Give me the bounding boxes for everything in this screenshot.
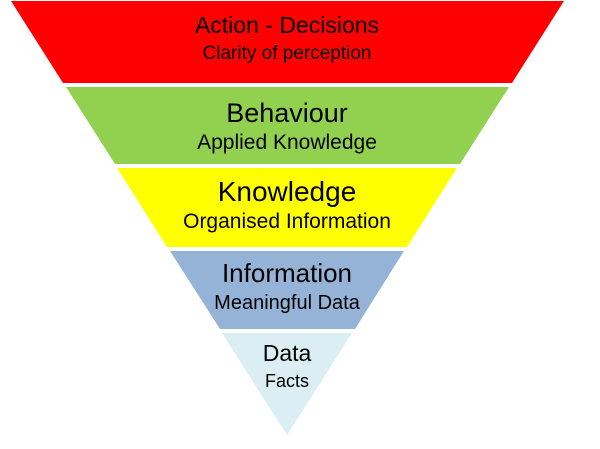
- layer-subtitle: Facts: [264, 371, 309, 391]
- layer-title: Information: [221, 258, 353, 288]
- pyramid-layer-action-decisions: Action - Decisions Clarity of perception: [11, 1, 564, 83]
- layer-subtitle: Applied Knowledge: [197, 131, 377, 154]
- layer-subtitle: Clarity of perception: [202, 43, 372, 64]
- layer-title: Knowledge: [217, 176, 357, 207]
- pyramid-layer-data: Data Facts: [222, 333, 352, 435]
- layer-subtitle: Meaningful Data: [214, 292, 360, 314]
- pyramid-layer-information: Information Meaningful Data: [170, 251, 404, 329]
- layer-title: Behaviour: [226, 98, 348, 128]
- layer-title: Data: [262, 340, 312, 366]
- layer-title: Action - Decisions: [194, 12, 380, 38]
- pyramid-layer-behaviour: Behaviour Applied Knowledge: [66, 87, 509, 164]
- layer-subtitle: Organised Information: [183, 210, 391, 233]
- pyramid-layer-knowledge: Knowledge Organised Information: [117, 168, 457, 247]
